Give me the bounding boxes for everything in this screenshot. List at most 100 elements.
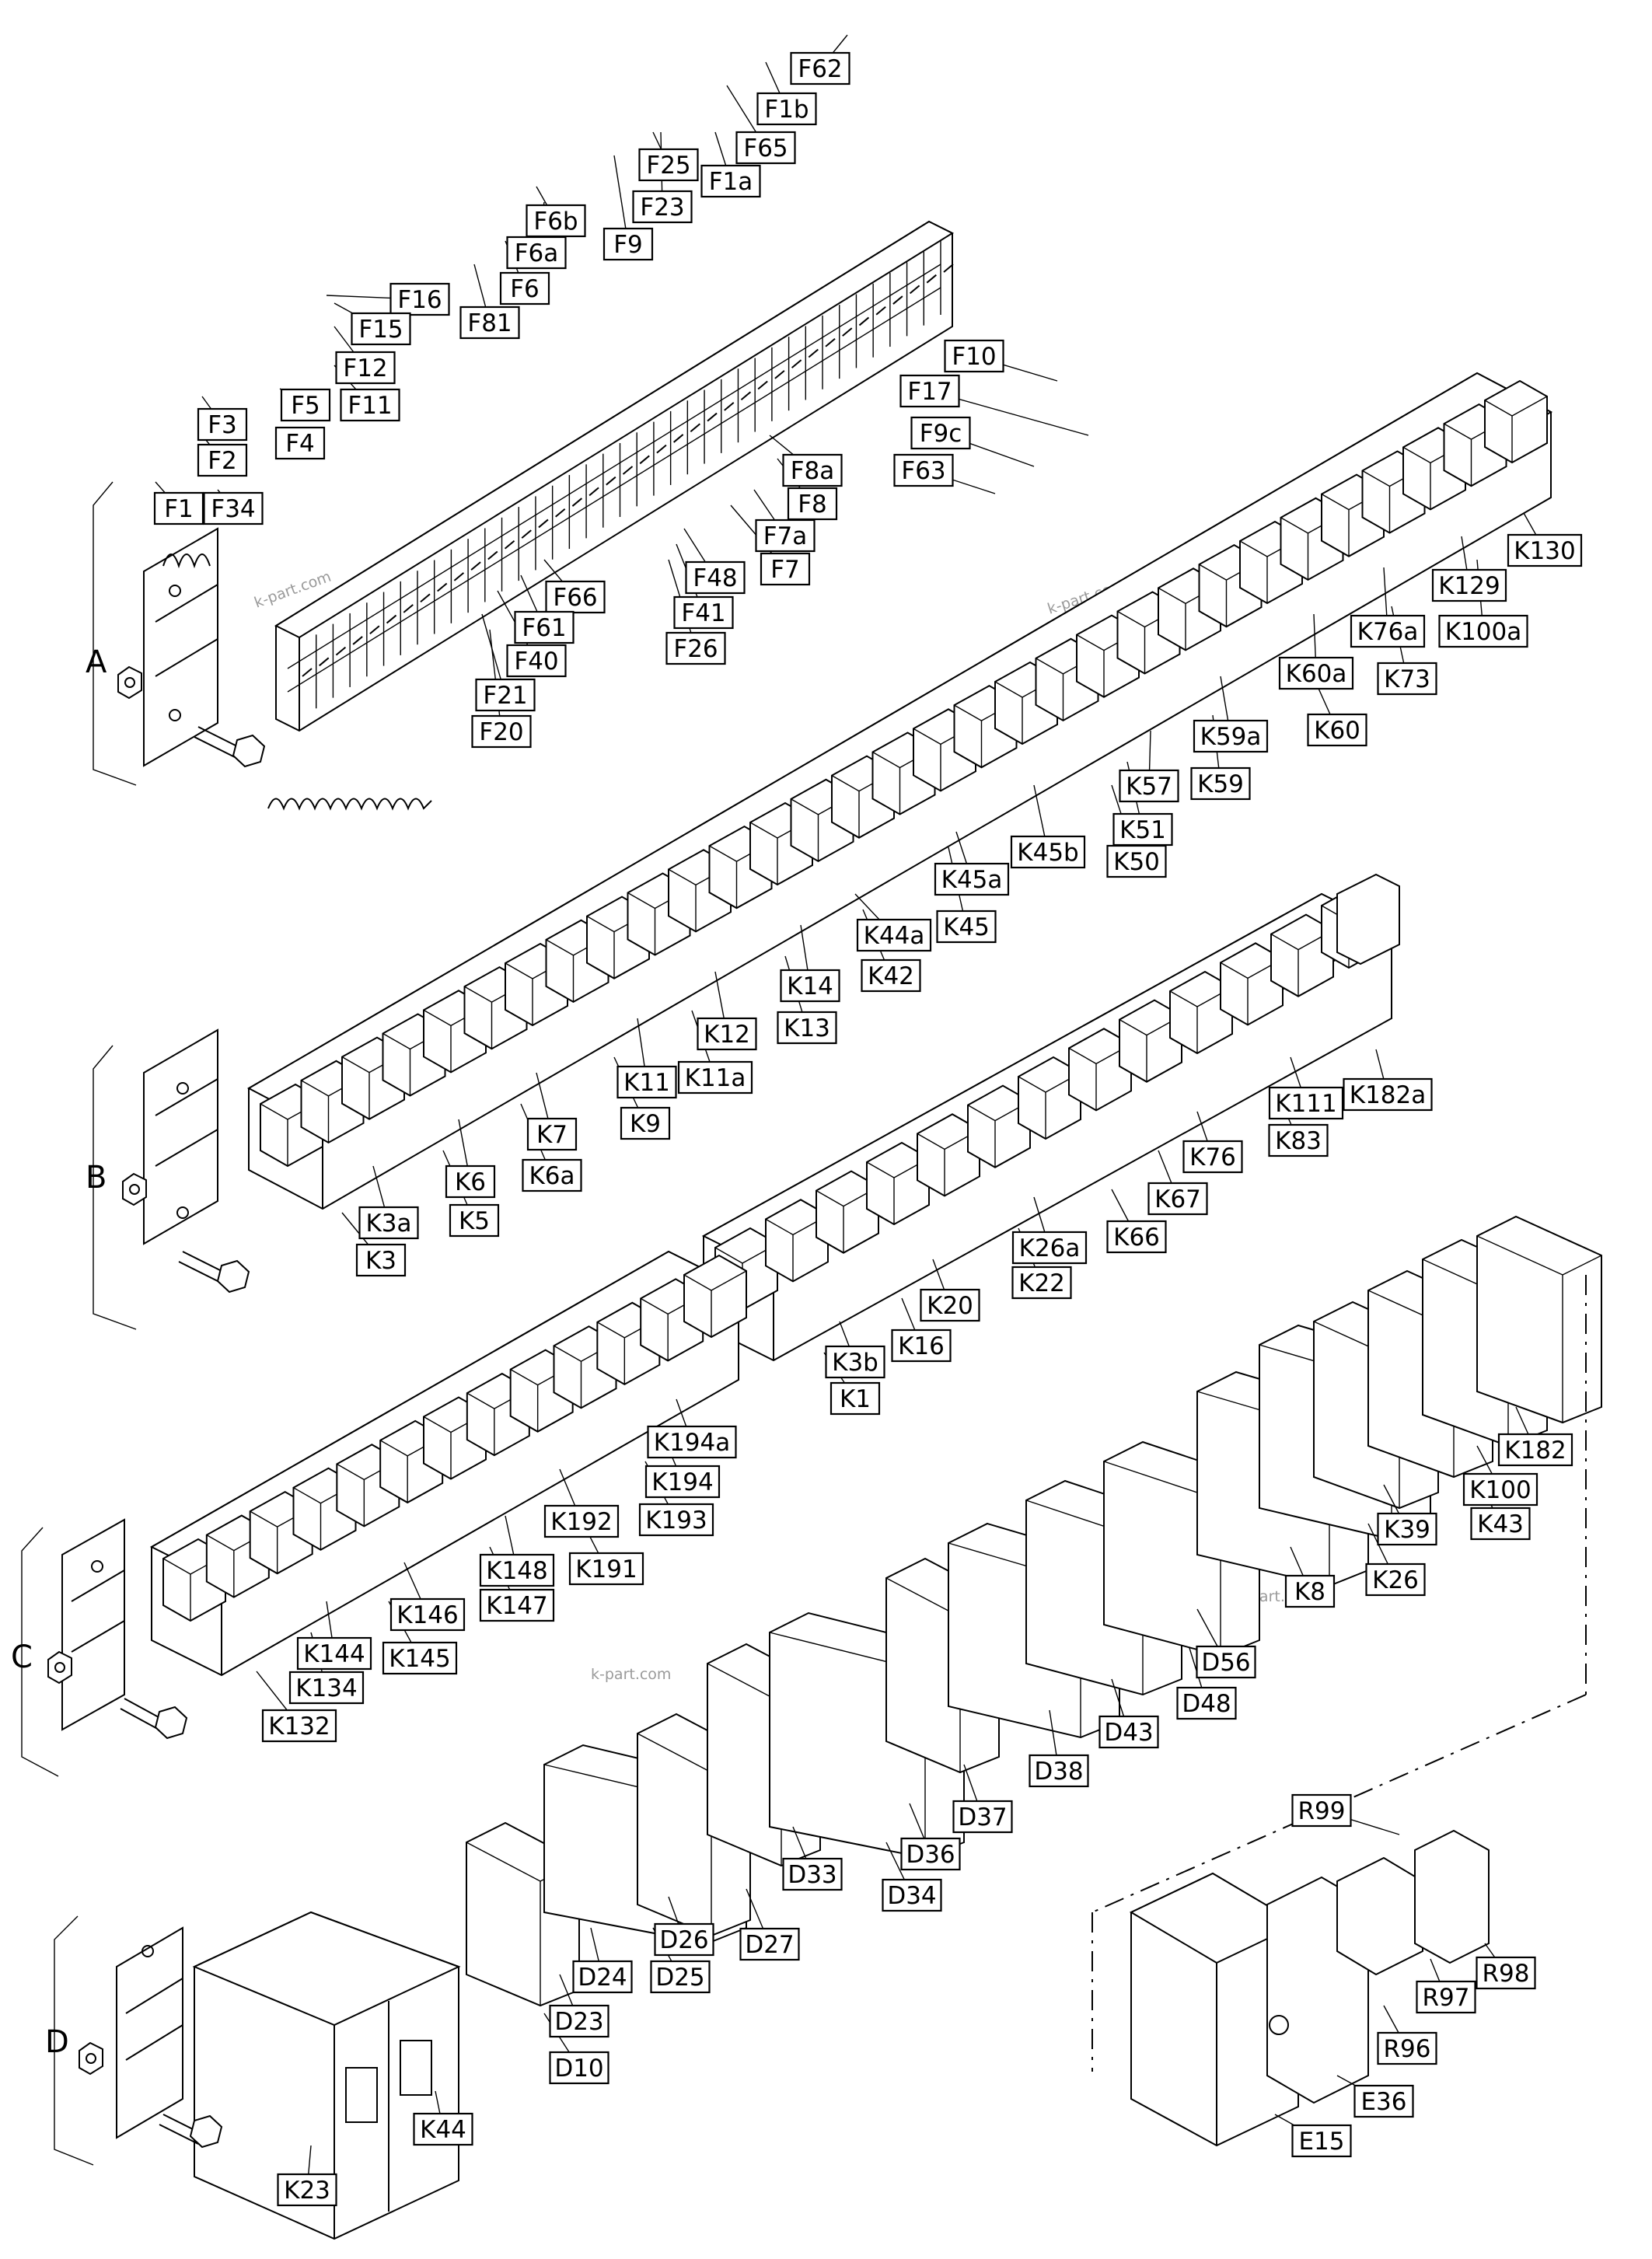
callout-d38: D38	[1029, 1754, 1089, 1788]
callout-text: E36	[1360, 2088, 1406, 2116]
callout-text: K9	[630, 1110, 661, 1138]
callout-text: F7a	[763, 522, 808, 550]
callout-f7a: F7a	[755, 518, 816, 553]
callout-text: K83	[1275, 1127, 1322, 1155]
callout-text: F4	[285, 430, 315, 458]
relay-block	[765, 1199, 829, 1283]
relay-block	[1220, 942, 1284, 1026]
callout-f48: F48	[685, 560, 746, 595]
callout-text: K16	[898, 1332, 945, 1360]
relay-block	[1169, 970, 1233, 1055]
callout-text: K73	[1384, 665, 1430, 693]
callout-text: K100	[1469, 1476, 1532, 1504]
callout-k44: K44	[413, 2112, 473, 2146]
callout-f11: F11	[340, 388, 400, 422]
callout-text: K147	[486, 1592, 548, 1620]
fuse-lever	[875, 306, 886, 316]
callout-k51: K51	[1112, 812, 1173, 847]
callout-text: F26	[673, 635, 718, 663]
group-label-b: B	[86, 1160, 107, 1196]
screw-d	[159, 2114, 223, 2149]
callout-k26a: K26a	[1011, 1231, 1088, 1265]
callout-text: D43	[1104, 1719, 1153, 1747]
callout-k191: K191	[568, 1552, 644, 1586]
fuse-rail-assembly	[274, 220, 955, 732]
fuse-lever	[707, 412, 718, 422]
relay-block	[1270, 913, 1334, 997]
callout-text: K67	[1154, 1185, 1201, 1213]
callout-f61: F61	[514, 610, 575, 644]
fuse-lever	[943, 264, 954, 273]
callout-text: F9	[613, 231, 643, 259]
callout-f23: F23	[632, 190, 693, 224]
callout-text: K182a	[1350, 1081, 1427, 1109]
callout-k134: K134	[288, 1671, 365, 1705]
callout-f9c: F9c	[910, 416, 971, 450]
callout-d56: D56	[1196, 1645, 1256, 1679]
callout-f41: F41	[673, 595, 734, 630]
callout-k146: K146	[389, 1597, 466, 1632]
fuse-lever	[858, 316, 870, 326]
callout-k100: K100	[1462, 1472, 1538, 1507]
fuse-lever	[555, 508, 566, 518]
fuse-lever	[403, 604, 414, 613]
relay-block	[1119, 999, 1182, 1083]
callout-text: K44	[420, 2116, 466, 2144]
fuse-lever	[724, 402, 735, 411]
watermark: k-part.com	[591, 1666, 671, 1683]
relay-rail-2	[701, 873, 1400, 1362]
relay-block	[1068, 1028, 1132, 1112]
callout-f4: F4	[274, 426, 326, 460]
callout-k60a: K60a	[1278, 656, 1354, 690]
callout-text: K51	[1119, 816, 1166, 844]
callout-d43: D43	[1098, 1715, 1159, 1749]
callout-f65: F65	[735, 131, 796, 165]
callout-text: K3a	[365, 1210, 411, 1238]
bracket-d-brace	[54, 1915, 94, 2166]
callout-text: K8	[1294, 1578, 1325, 1606]
relay-block	[1018, 1056, 1081, 1140]
enclosure-assembly	[1091, 1275, 1587, 2147]
callout-text: K60a	[1286, 660, 1347, 688]
callout-k129: K129	[1431, 568, 1507, 602]
callout-text: F6a	[515, 239, 559, 267]
fuse-lever	[909, 285, 920, 295]
callout-text: K50	[1113, 848, 1160, 876]
callout-k39: K39	[1377, 1512, 1437, 1546]
callout-text: D36	[906, 1841, 955, 1869]
fuse-lever	[791, 359, 802, 368]
callout-f12: F12	[335, 351, 396, 385]
fuse-lever	[639, 455, 650, 465]
bracket-c-brace	[21, 1527, 59, 1777]
callout-text: K194	[651, 1468, 714, 1496]
fuse-lever	[335, 646, 347, 656]
fuse-lever	[521, 529, 532, 539]
callout-k13: K13	[777, 1011, 837, 1045]
mounting-bracket-d	[116, 1926, 183, 2139]
callout-text: K7	[536, 1121, 568, 1149]
callout-d48: D48	[1176, 1686, 1237, 1720]
callout-text: F1a	[709, 168, 753, 196]
callout-text: D24	[578, 1964, 627, 1992]
callout-text: F17	[907, 378, 952, 406]
fuse-lever	[926, 274, 937, 284]
callout-text: K192	[550, 1508, 613, 1536]
callout-k76: K76	[1182, 1140, 1243, 1174]
callout-text: K3b	[832, 1349, 878, 1377]
fuse-lever	[892, 295, 903, 305]
callout-text: D38	[1034, 1758, 1083, 1786]
mounting-bracket-c	[61, 1518, 125, 1731]
callout-k45: K45	[936, 910, 997, 944]
bracket-b-brace	[93, 1045, 137, 1330]
callout-text: F65	[743, 134, 788, 162]
callout-f25: F25	[638, 148, 699, 182]
callout-k194: K194	[644, 1465, 721, 1499]
callout-f1: F1	[153, 491, 204, 525]
hex-nut-b	[122, 1172, 147, 1206]
mounting-bracket-a	[143, 527, 218, 767]
callout-k16: K16	[891, 1329, 952, 1363]
callout-text: K111	[1275, 1090, 1337, 1118]
callout-d33: D33	[782, 1857, 843, 1891]
callout-d27: D27	[739, 1927, 800, 1961]
callout-k192: K192	[543, 1504, 620, 1538]
